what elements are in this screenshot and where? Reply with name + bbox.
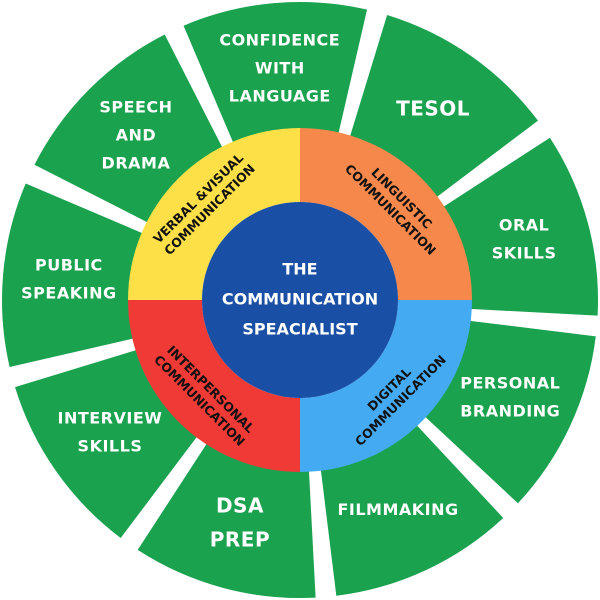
segment-label-line: TESOL — [396, 96, 470, 120]
segment-label-line: DSA — [216, 494, 264, 518]
segment-oral-skills — [442, 137, 598, 316]
segment-label-public-speaking: PUBLIC SPEAKING — [21, 255, 116, 302]
segment-dsa-prep — [137, 442, 316, 598]
segment-public-speaking — [1, 183, 144, 368]
segment-label-line: CONFIDENCE — [219, 30, 340, 49]
segment-label-dsa-prep: DSA PREP — [210, 494, 270, 552]
segment-label-line: PREP — [210, 528, 270, 552]
segment-personal-branding — [424, 320, 596, 504]
segment-label-tesol: TESOL — [396, 96, 470, 120]
segment-label-line: DRAMA — [102, 153, 171, 172]
quadrant-verbal-visual — [128, 128, 300, 300]
segment-label-filmmaking: FILMMAKING — [337, 500, 458, 519]
center-title-line-2: COMMUNICATION — [222, 290, 378, 309]
segment-label-speech-and-drama: SPEECH AND DRAMA — [99, 97, 172, 172]
quadrant-digital — [300, 300, 472, 472]
segment-filmmaking — [320, 424, 504, 596]
segment-interview-skills — [15, 349, 198, 538]
segment-label-personal-branding: PERSONAL BRANDING — [460, 374, 560, 421]
segment-label-line: SPEAKING — [21, 283, 116, 302]
outer-segment-labels: CONFIDENCE WITH LANGUAGE TESOL ORAL SKILLS PER… — [21, 30, 560, 551]
segment-label-line: SKILLS — [492, 243, 557, 262]
segment-label-line: PERSONAL — [460, 374, 560, 393]
segment-label-line: SPEECH — [99, 97, 172, 116]
center-circle — [202, 202, 398, 398]
segment-label-line: ORAL — [499, 215, 550, 234]
segment-label-line: LANGUAGE — [229, 86, 331, 105]
center-title-line-1: THE — [282, 260, 317, 279]
segment-tesol — [349, 15, 538, 198]
center-hub: THE COMMUNICATION SPEACIALIST — [202, 202, 398, 398]
segment-confidence-with-language — [183, 1, 368, 144]
segment-label-line: SKILLS — [78, 437, 143, 456]
segment-label-oral-skills: ORAL SKILLS — [492, 215, 557, 262]
segment-label-line: BRANDING — [460, 402, 560, 421]
segment-speech-and-drama — [34, 34, 223, 223]
segment-label-line: WITH — [255, 58, 305, 77]
segment-label-interview-skills: INTERVIEW SKILLS — [57, 409, 162, 456]
segment-label-line: AND — [116, 125, 157, 144]
center-title-line-3: SPEACIALIST — [242, 320, 357, 339]
quadrant-linguistic — [300, 128, 472, 300]
segment-label-line: PUBLIC — [35, 255, 103, 274]
segment-label-line: FILMMAKING — [337, 500, 458, 519]
segment-label-confidence-with-language: CONFIDENCE WITH LANGUAGE — [219, 30, 340, 105]
quadrant-interpersonal — [128, 300, 300, 472]
segment-label-line: INTERVIEW — [57, 409, 162, 428]
